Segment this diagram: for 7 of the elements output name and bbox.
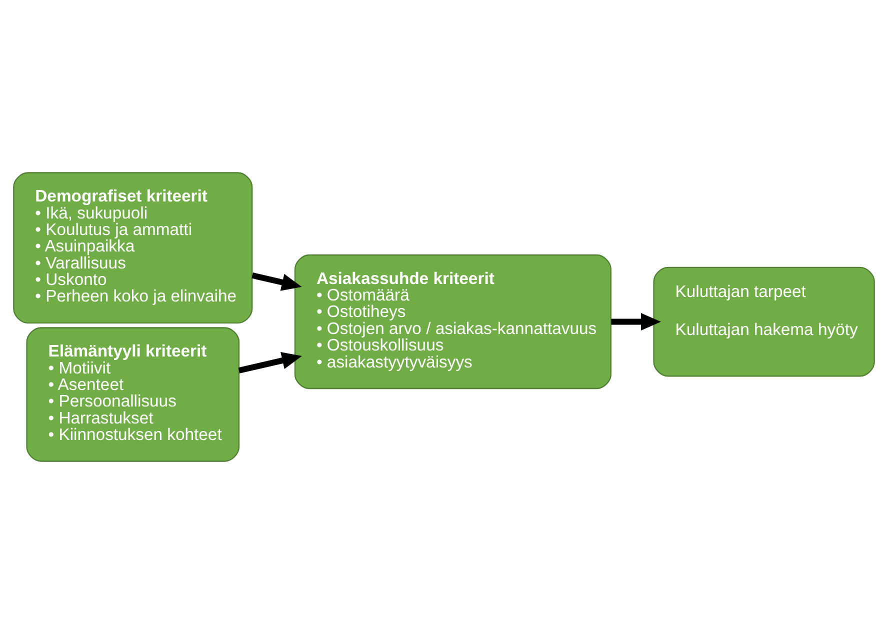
node-box: Elämäntyyli kriteerit • Motiivit • Asenteet • Persoonallisuus • Harrastukset • Kiinnostuksen kohteet: [26, 327, 240, 462]
node-box: Asiakassuhde kriteerit • Ostomäärä • Ostotiheys • Ostojen arvo / asiakas-kannattavuus • Ostouskollisuus • asiakastyytyväisyys: [294, 254, 612, 390]
arrow: [238, 352, 302, 374]
arrow: [611, 313, 661, 330]
node-box: Kuluttajan tarpeet Kuluttajan hakema hyöty: [653, 266, 875, 377]
node-box: Demografiset kriteerit • Ikä, sukupuoli • Koulutus ja ammatti • Asuinpaikka • Varallisuus • Uskonto • Perheen koko ja elinvaihe: [13, 172, 253, 324]
arrow: [252, 272, 302, 291]
